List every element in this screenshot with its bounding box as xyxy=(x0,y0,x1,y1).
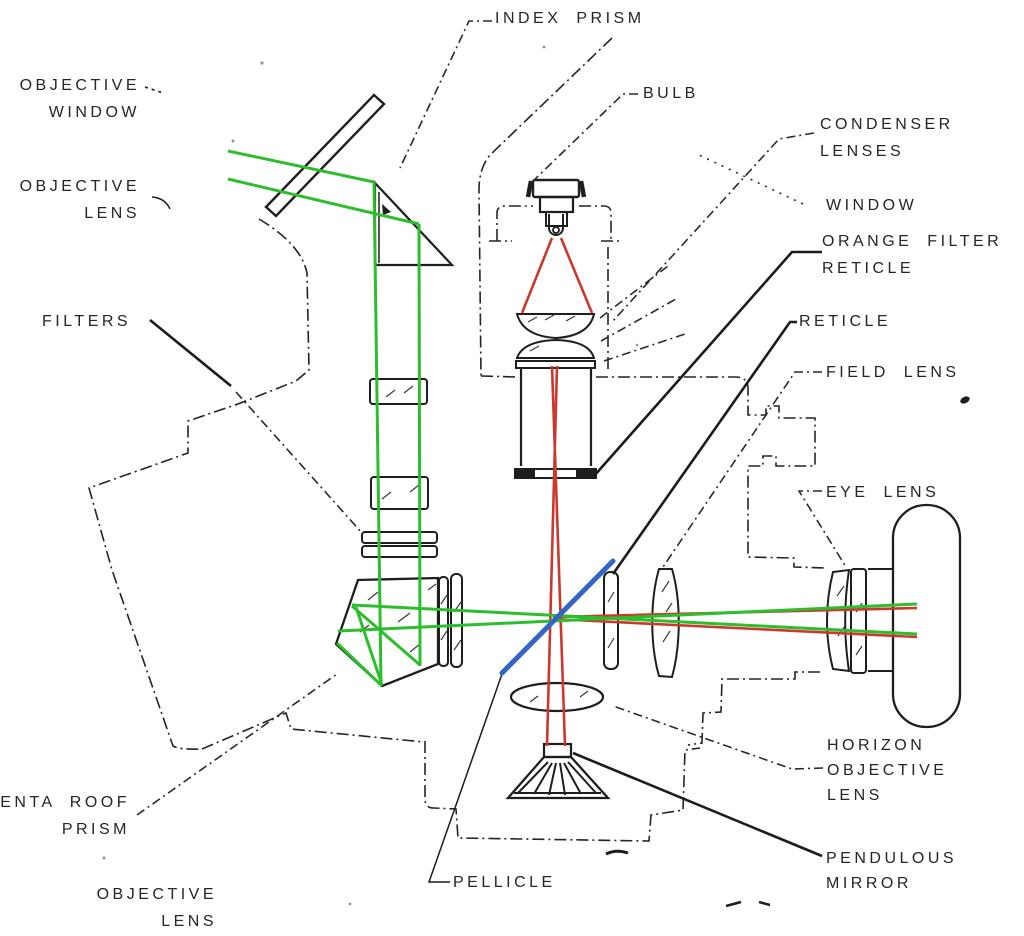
housing-bottom-tub xyxy=(424,741,701,842)
red-ray-bulb-to-condenser xyxy=(520,237,594,314)
objective-window-leader xyxy=(144,86,164,94)
label-line: LENS xyxy=(84,205,140,222)
label-line: EYE LENS xyxy=(826,484,940,501)
eyecup-shape xyxy=(891,503,962,729)
label-orange-filter-reticle: ORANGE FILTER RETICLE xyxy=(822,228,1002,282)
label-line: LENS xyxy=(827,787,883,804)
scan-marks xyxy=(102,45,970,908)
label-line: OBJECTIVE xyxy=(19,77,140,94)
lamp-housing-cap xyxy=(489,205,619,372)
label-line: PELLICLE xyxy=(453,874,556,891)
penta-roof-prism-shape xyxy=(334,576,440,688)
label-horizon-objective-lens: HORIZON OBJECTIVE LENS xyxy=(827,733,947,808)
eyepiece-barrel-lines xyxy=(868,568,893,672)
field-lens-leader xyxy=(662,371,822,568)
housing-outline xyxy=(88,37,893,842)
label-objective-window: OBJECTIVE WINDOW xyxy=(20,72,140,126)
label-line: RETICLE xyxy=(799,313,892,330)
red-ray-vertical xyxy=(545,365,567,747)
label-field-lens: FIELD LENS xyxy=(826,359,960,386)
label-line: MIRROR xyxy=(826,875,912,892)
green-ray-entry xyxy=(227,149,420,226)
filter-stack-shape xyxy=(361,378,438,558)
bulb-shape xyxy=(525,178,587,236)
label-line: FILTERS xyxy=(42,313,132,330)
label-line: PENDULOUS xyxy=(826,850,958,867)
ray-direction-arrow-icon xyxy=(382,204,391,215)
orange-filter-reticle-leader xyxy=(593,250,822,477)
label-line: FIELD LENS xyxy=(826,364,960,381)
label-line: OBJECTIVE xyxy=(827,762,948,779)
condenser-fan-sketch xyxy=(599,265,689,362)
bulb-leader xyxy=(530,93,638,184)
horizon-objective-lens-shape xyxy=(509,681,605,713)
optical-elements xyxy=(102,45,970,908)
label-index-prism: INDEX PRISM xyxy=(495,5,645,32)
label-line: LENS xyxy=(161,913,217,930)
objective-lens-leader xyxy=(151,196,171,210)
window-leader xyxy=(696,153,804,205)
pellicle-leader xyxy=(427,673,503,883)
label-window: WINDOW xyxy=(826,192,917,219)
eye-lens-shape xyxy=(826,568,867,674)
housing-left-body xyxy=(88,218,310,750)
label-eye-lens: EYE LENS xyxy=(826,479,939,506)
label-pellicle: PELLICLE xyxy=(453,869,556,896)
label-line: OBJECTIVE xyxy=(96,886,217,903)
leader-lines xyxy=(136,20,847,883)
label-filters: FILTERS xyxy=(42,308,131,335)
label-line: WINDOW xyxy=(48,104,140,121)
housing-eyepiece-lower xyxy=(687,671,820,746)
green-ray-to-eyepiece xyxy=(337,602,918,636)
housing-roof-left xyxy=(478,37,613,377)
green-ray-prism-internal xyxy=(335,604,421,688)
label-line: WINDOW xyxy=(826,197,918,214)
pendulous-mirror-leader xyxy=(572,751,823,858)
label-line: ENTA ROOF xyxy=(0,794,130,811)
green-ray-path xyxy=(227,149,918,688)
label-line: LENSES xyxy=(820,143,905,160)
condenser-lenses-shape xyxy=(515,313,596,359)
label-pendulous-mirror: PENDULOUS MIRROR xyxy=(826,846,957,896)
pendulous-mirror-shape xyxy=(505,742,611,800)
label-line: HORIZON xyxy=(827,737,926,754)
objective-window-shape xyxy=(264,93,386,218)
window-plate-shape xyxy=(515,360,596,369)
label-line: INDEX PRISM xyxy=(495,10,645,27)
label-line: PRISM xyxy=(61,821,130,838)
label-objective-lens-bottom: OBJECTIVE LENS xyxy=(97,881,217,935)
label-line: RETICLE xyxy=(822,260,915,277)
condenser-lenses-leader xyxy=(611,132,815,323)
filters-leader-ext xyxy=(235,391,363,534)
filters-leader xyxy=(149,318,232,388)
field-lens-shape xyxy=(651,568,680,679)
housing-right-body xyxy=(480,375,828,569)
penta-roof-prism-leader xyxy=(136,673,338,816)
label-line: OBJECTIVE xyxy=(19,178,140,195)
label-line: CONDENSER xyxy=(820,116,954,133)
label-bulb: BULB xyxy=(643,80,699,107)
horizon-objective-lens-leader xyxy=(612,705,824,770)
label-line: ORANGE FILTER xyxy=(822,233,1003,250)
pellicle-shape xyxy=(499,558,616,676)
eye-lens-leader xyxy=(797,490,847,568)
label-reticle: RETICLE xyxy=(799,308,891,335)
label-line: BULB xyxy=(643,85,699,102)
red-ray-path xyxy=(520,237,918,747)
label-penta-roof-prism: ENTA ROOF PRISM xyxy=(0,789,130,843)
objective-relay-lens-pair-shape xyxy=(438,573,463,668)
label-objective-lens-top: OBJECTIVE LENS xyxy=(20,173,140,227)
label-condenser-lenses: CONDENSER LENSES xyxy=(820,111,954,165)
reticle-leader xyxy=(611,320,797,575)
green-ray-vertical xyxy=(372,181,422,685)
index-prism-leader xyxy=(399,20,492,169)
housing-bottom-connector xyxy=(201,711,425,750)
